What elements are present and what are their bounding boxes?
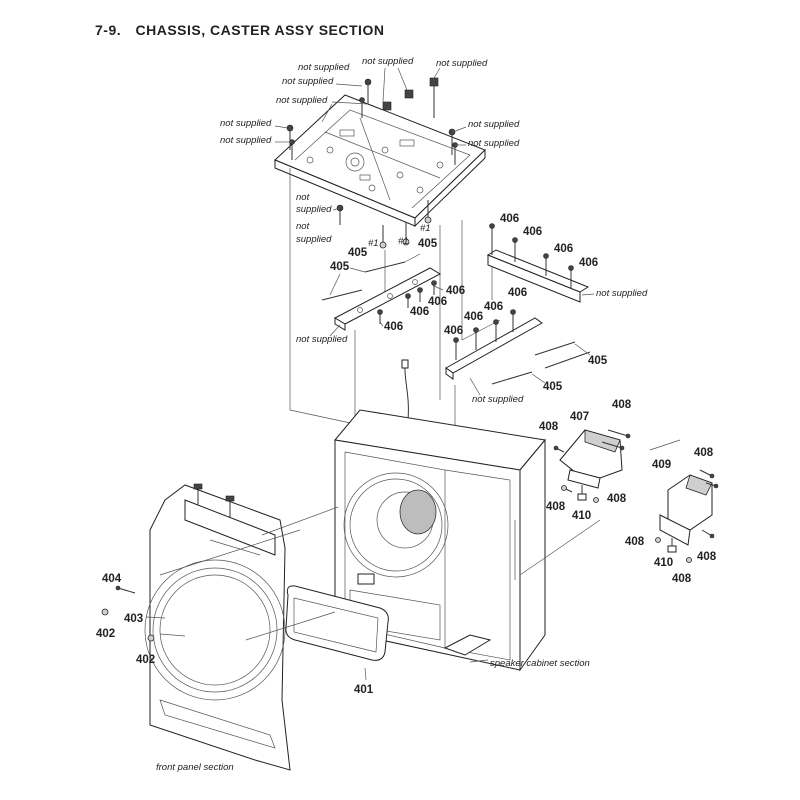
label-not: not (296, 192, 310, 203)
part-405: 405 (330, 261, 350, 273)
part-408: 408 (546, 501, 566, 513)
label-not-supplied: not supplied (220, 135, 272, 146)
part-404: 404 (102, 573, 122, 585)
label-not-supplied: not supplied (282, 76, 334, 87)
label-not-supplied: not supplied (276, 95, 328, 106)
label-supplied: supplied (296, 234, 332, 245)
part-409: 409 (652, 459, 671, 471)
right-upper-bracket (486, 223, 595, 303)
part-406: 406 (444, 325, 463, 337)
part-408: 408 (672, 573, 692, 585)
part-403: 403 (124, 613, 143, 625)
part-410: 410 (572, 510, 591, 522)
part-405: 405 (588, 355, 608, 367)
label-speaker-cabinet-section: speaker cabinet section (490, 658, 590, 669)
label-not-supplied: not supplied (472, 394, 524, 405)
chassis-plate (274, 94, 486, 228)
part-406: 406 (464, 311, 483, 323)
part-401: 401 (354, 684, 374, 696)
part-406: 406 (428, 296, 447, 308)
label-not: not (296, 221, 310, 232)
part-407: 407 (570, 411, 589, 423)
part-406: 406 (484, 301, 503, 313)
label-not-supplied: not supplied (436, 58, 488, 69)
gasket-401 (285, 585, 389, 681)
part-408: 408 (539, 421, 559, 433)
caster-407 (553, 429, 631, 503)
label-not-supplied: not supplied (596, 288, 648, 299)
part-402: 402 (96, 628, 115, 640)
part-410: 410 (654, 557, 673, 569)
part-408: 408 (625, 536, 645, 548)
front-panel (144, 483, 291, 771)
part-402: 402 (136, 654, 155, 666)
label-not-supplied: not supplied (296, 334, 348, 345)
reference-labels: #1 #1 #1 speaker cabinet section front p… (156, 223, 590, 773)
part-408: 408 (607, 493, 627, 505)
label-supplied: supplied (296, 204, 332, 215)
part-405: 405 (348, 247, 368, 259)
part-406: 406 (410, 306, 429, 318)
caster-409 (649, 439, 719, 563)
part-405: 405 (418, 238, 438, 250)
part-408: 408 (694, 447, 714, 459)
not-supplied-labels: not supplied not supplied not supplied n… (220, 56, 648, 405)
part-406: 406 (554, 243, 573, 255)
part-406: 406 (446, 285, 465, 297)
part-406: 406 (579, 257, 598, 269)
label-not-supplied: not supplied (298, 62, 350, 73)
part-406: 406 (384, 321, 403, 333)
part-408: 408 (612, 399, 632, 411)
left-bracket-assembly (321, 253, 444, 337)
part-406: 406 (508, 287, 527, 299)
section-number: 7-9. (95, 22, 122, 38)
label-not-supplied: not supplied (220, 118, 272, 129)
page-title: 7-9. CHASSIS, CASTER ASSY SECTION (95, 22, 384, 38)
section-title: CHASSIS, CASTER ASSY SECTION (135, 22, 385, 38)
part-number-labels: 406 406 406 406 405 405 405 406 406 406 … (96, 213, 717, 696)
ref-mark: #1 (368, 238, 379, 249)
part-408: 408 (697, 551, 717, 563)
label-not-supplied: not supplied (468, 138, 520, 149)
ref-mark: #1 (420, 223, 431, 234)
part-406: 406 (523, 226, 542, 238)
front-panel-fasteners (101, 585, 186, 642)
part-405: 405 (543, 381, 563, 393)
label-front-panel-section: front panel section (156, 762, 234, 773)
chassis-screws (286, 77, 458, 249)
right-lower-bracket (445, 309, 591, 396)
label-not-supplied: not supplied (468, 119, 520, 130)
label-not-supplied: not supplied (362, 56, 414, 67)
part-406: 406 (500, 213, 519, 225)
connector-lines (159, 506, 601, 663)
ref-mark: #1 (398, 236, 409, 247)
chassis-leaders (274, 67, 467, 211)
